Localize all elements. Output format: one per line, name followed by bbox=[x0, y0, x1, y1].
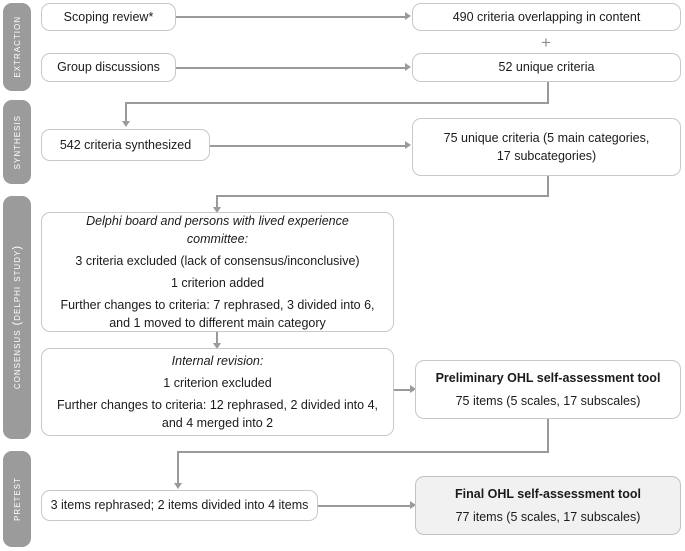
node-preliminary-tool-line-1: Preliminary OHL self-assessment tool bbox=[435, 371, 661, 386]
arrowhead-pretest-to-final bbox=[410, 501, 416, 509]
stage-label-pretest: Pretest bbox=[10, 477, 23, 521]
node-criteria-synthesized-line-1: 542 criteria synthesized bbox=[59, 137, 192, 152]
stage-tab-consensus: Consensus (Delphi study) bbox=[3, 196, 31, 439]
node-unique-criteria-75-line-1: 75 unique criteria (5 main categories, 1… bbox=[443, 130, 650, 163]
node-group-discussions: Group discussions bbox=[41, 53, 176, 82]
connector-delphi-to-internal bbox=[216, 332, 218, 345]
node-scoping-review-line-1: Scoping review* bbox=[63, 9, 154, 24]
node-overlapping-criteria-line-1: 490 criteria overlapping in content bbox=[452, 9, 641, 24]
node-unique-criteria-52: 52 unique criteria bbox=[412, 53, 681, 82]
node-delphi-board: Delphi board and persons with lived expe… bbox=[41, 212, 394, 332]
node-final-tool-line-2: 77 items (5 scales, 17 subscales) bbox=[455, 509, 641, 524]
connector-unique52-down bbox=[547, 82, 549, 103]
node-final-tool-line-1: Final OHL self-assessment tool bbox=[455, 487, 641, 502]
node-internal-revision-line-1: Internal revision: bbox=[171, 353, 264, 368]
connector-group-to-unique52 bbox=[175, 67, 406, 69]
connector-into-pretest bbox=[177, 451, 179, 485]
arrowhead-internal-to-preliminary bbox=[410, 385, 416, 393]
stage-label-synthesis: Synthesis bbox=[10, 114, 23, 170]
connector-unique52-left bbox=[125, 102, 549, 104]
connector-unique75-down bbox=[547, 176, 549, 196]
node-criteria-synthesized: 542 criteria synthesized bbox=[41, 129, 210, 161]
arrowhead-synthesized-to-unique75 bbox=[405, 141, 411, 149]
stage-label-consensus: Consensus (Delphi study) bbox=[10, 245, 23, 390]
node-final-tool: Final OHL self-assessment tool 77 items … bbox=[415, 476, 681, 535]
node-delphi-board-line-3: 1 criterion added bbox=[170, 276, 265, 290]
node-preliminary-tool-line-2: 75 items (5 scales, 17 subscales) bbox=[455, 393, 641, 408]
node-pretest-changes-line-1: 3 items rephrased; 2 items divided into … bbox=[50, 498, 309, 513]
connector-into-synthesized bbox=[125, 102, 127, 122]
connector-preliminary-left bbox=[177, 451, 549, 453]
plus-symbol: + bbox=[541, 33, 551, 52]
node-preliminary-tool: Preliminary OHL self-assessment tool 75 … bbox=[415, 360, 681, 419]
node-unique-criteria-75: 75 unique criteria (5 main categories, 1… bbox=[412, 118, 681, 176]
node-overlapping-criteria: 490 criteria overlapping in content bbox=[412, 3, 681, 31]
node-internal-revision-line-2: 1 criterion excluded bbox=[163, 375, 272, 390]
node-scoping-review: Scoping review* bbox=[41, 3, 176, 31]
node-unique-criteria-52-line-1: 52 unique criteria bbox=[498, 60, 595, 75]
connector-pretest-to-final bbox=[317, 505, 414, 507]
connector-synthesized-to-unique75 bbox=[209, 145, 406, 147]
stage-tab-synthesis: Synthesis bbox=[3, 100, 31, 184]
arrowhead-into-delphi bbox=[213, 207, 221, 213]
node-delphi-board-line-2: 3 criteria excluded (lack of consensus/i… bbox=[75, 253, 360, 268]
arrowhead-into-pretest bbox=[174, 483, 182, 489]
node-delphi-board-line-1: Delphi board and persons with lived expe… bbox=[86, 213, 349, 246]
node-internal-revision-line-3: Further changes to criteria: 12 rephrase… bbox=[56, 398, 378, 431]
connector-into-delphi bbox=[216, 195, 218, 209]
stage-tab-extraction: Extraction bbox=[3, 3, 31, 91]
arrowhead-group-to-unique52 bbox=[405, 63, 411, 71]
node-pretest-changes: 3 items rephrased; 2 items divided into … bbox=[41, 490, 318, 521]
node-internal-revision: Internal revision: 1 criterion excluded … bbox=[41, 348, 394, 436]
node-delphi-board-line-4: Further changes to criteria: 7 rephrased… bbox=[60, 298, 375, 331]
stage-tab-pretest: Pretest bbox=[3, 451, 31, 547]
node-group-discussions-line-1: Group discussions bbox=[57, 60, 160, 75]
stage-label-extraction: Extraction bbox=[10, 16, 23, 78]
arrowhead-delphi-to-internal bbox=[213, 343, 221, 349]
connector-preliminary-down bbox=[547, 419, 549, 452]
connector-scoping-to-overlapping bbox=[175, 16, 406, 18]
arrowhead-scoping-to-overlapping bbox=[405, 12, 411, 20]
connector-internal-to-preliminary bbox=[393, 389, 414, 391]
arrowhead-into-synthesized bbox=[122, 121, 130, 127]
connector-unique75-left bbox=[216, 195, 549, 197]
